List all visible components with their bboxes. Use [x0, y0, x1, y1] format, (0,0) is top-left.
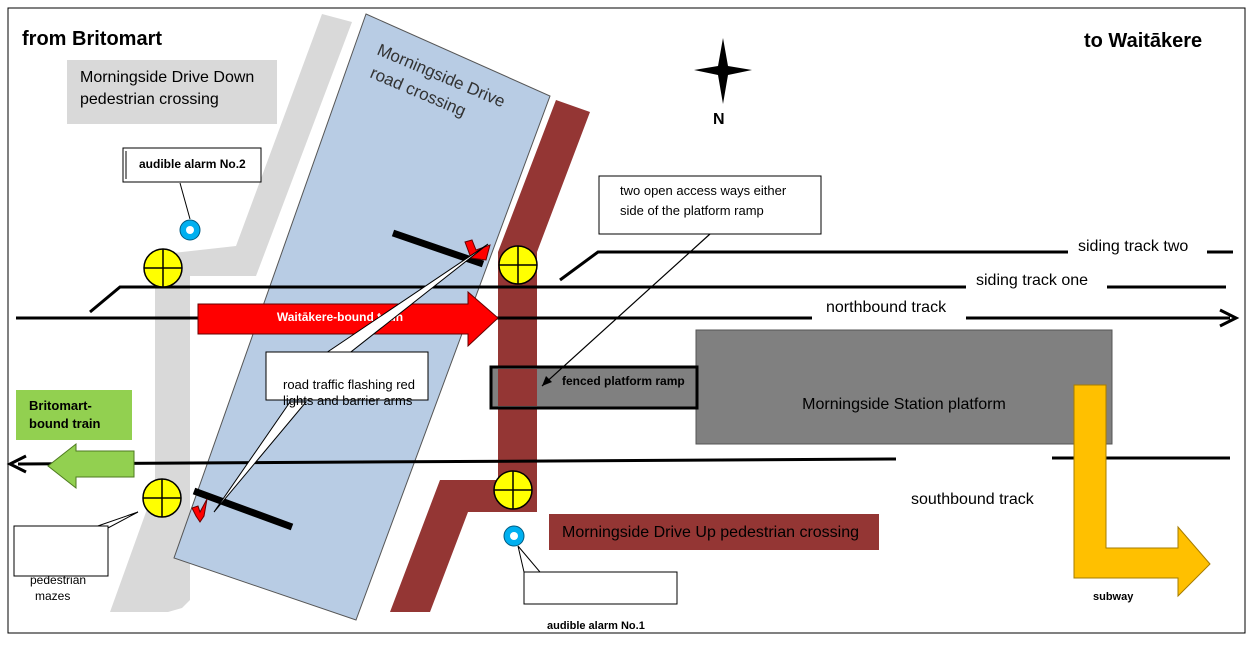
- siding-track-two-label: siding track two: [1078, 238, 1188, 255]
- maze-marker-se: [493, 470, 533, 510]
- flashing-lights-callout: [265, 351, 429, 401]
- britomart-train-label-line2: bound train: [29, 416, 101, 431]
- northbound-arrowhead: [1219, 308, 1240, 328]
- access-ways-label-line1: two open access ways either: [620, 183, 787, 198]
- access-ways-callout: [598, 175, 822, 235]
- to-waitakere-label: to Waitākere: [1084, 30, 1202, 52]
- platform-ramp-label: fenced platform ramp: [562, 374, 685, 388]
- waitakere-bound-train-arrow: [197, 290, 499, 348]
- down-crossing-label-line1: Morningside Drive Down: [80, 69, 254, 86]
- compass-icon: [694, 38, 752, 104]
- up-crossing-label-box: [549, 514, 879, 550]
- flashing-lights-label-line1: road traffic flashing red: [283, 377, 415, 392]
- up-pedestrian-path: [390, 100, 590, 612]
- from-britomart-label: from Britomart: [22, 28, 162, 50]
- mazes-label-line2: mazes: [35, 589, 70, 603]
- southbound-arrowhead: [6, 454, 27, 474]
- britomart-train-label-box: [16, 390, 132, 440]
- alarm2-callout: [122, 147, 262, 183]
- flashing-callout-pointer-south: [213, 401, 308, 513]
- mazes-label-line1: pedestrian: [30, 573, 86, 587]
- britomart-bound-train-arrow: [47, 442, 135, 490]
- audible-alarm-2-center: [186, 226, 194, 234]
- subway-arrow: [1073, 384, 1211, 598]
- mazes-callout: [13, 525, 109, 577]
- subway-label: subway: [1093, 591, 1134, 603]
- compass-north-label: N: [713, 111, 725, 128]
- northbound-track-label: northbound track: [826, 299, 947, 316]
- flashing-light-arrow-south: [191, 498, 208, 523]
- maze-marker-ne: [498, 245, 538, 285]
- siding-track-two: [559, 250, 1068, 282]
- siding-track-one-label: siding track one: [976, 272, 1088, 289]
- southbound-track: [17, 457, 897, 466]
- up-path-over-ramp: [498, 369, 537, 406]
- maze-marker-nw: [143, 248, 183, 288]
- station-platform-label: Morningside Station platform: [802, 396, 1006, 413]
- flashing-lights-label-line2: lights and barrier arms: [283, 393, 413, 408]
- alarm1-callout: [523, 571, 678, 605]
- audible-alarm-1-center: [510, 532, 518, 540]
- access-ways-label-line2: side of the platform ramp: [620, 203, 764, 218]
- alarm1-label: audible alarm No.1: [547, 620, 645, 632]
- siding-track-one: [89, 285, 966, 314]
- southbound-track-label: southbound track: [911, 491, 1035, 508]
- barrier-arm-south: [192, 487, 294, 531]
- access-ways-pointer: [541, 233, 711, 387]
- up-crossing-label: Morningside Drive Up pedestrian crossing: [562, 524, 859, 541]
- alarm2-label: audible alarm No.2: [139, 157, 246, 171]
- maze-marker-sw: [142, 478, 182, 518]
- down-crossing-label-line2: pedestrian crossing: [80, 91, 219, 108]
- down-crossing-label-box: [67, 60, 277, 124]
- waitakere-bound-train-label: Waitākere-bound train: [277, 310, 403, 324]
- station-platform: [695, 329, 1113, 445]
- britomart-train-label-line1: Britomart-: [29, 398, 92, 413]
